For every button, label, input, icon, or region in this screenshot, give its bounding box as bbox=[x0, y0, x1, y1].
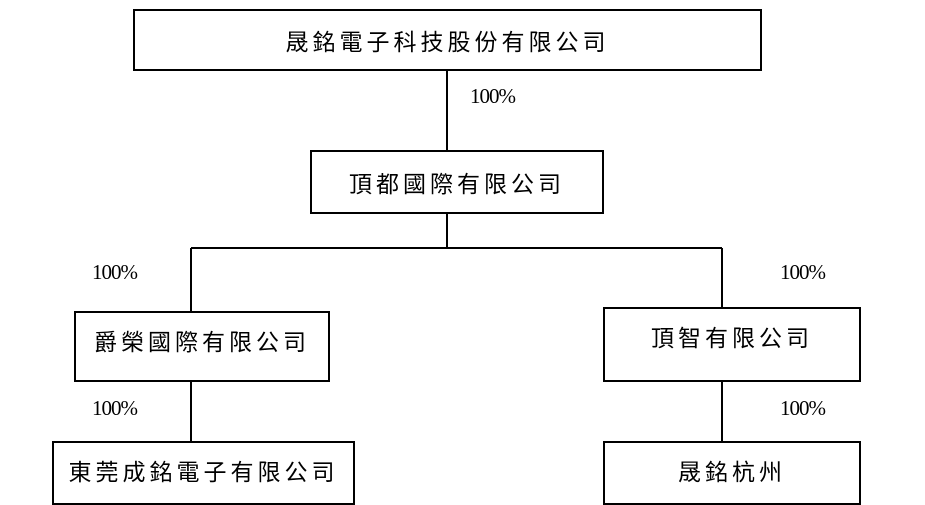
node-level1: 頂都國際有限公司 bbox=[310, 150, 604, 214]
pct-root-to-level1: 100% bbox=[470, 84, 516, 108]
node-right-child: 頂智有限公司 bbox=[603, 307, 861, 382]
pct-left-to-grandchild: 100% bbox=[92, 396, 138, 420]
node-left-child-label: 爵榮國際有限公司 bbox=[94, 330, 310, 356]
node-level1-label: 頂都國際有限公司 bbox=[349, 172, 565, 198]
pct-level1-to-left: 100% bbox=[92, 260, 138, 284]
node-right-grandchild-label: 晟銘杭州 bbox=[678, 460, 786, 486]
node-left-grandchild: 東莞成銘電子有限公司 bbox=[52, 441, 355, 505]
node-left-grandchild-label: 東莞成銘電子有限公司 bbox=[68, 460, 339, 486]
node-root: 晟銘電子科技股份有限公司 bbox=[133, 9, 762, 71]
node-left-child: 爵榮國際有限公司 bbox=[74, 311, 330, 382]
node-right-grandchild: 晟銘杭州 bbox=[603, 441, 861, 505]
node-right-child-label: 頂智有限公司 bbox=[651, 326, 813, 352]
pct-right-to-grandchild: 100% bbox=[780, 396, 826, 420]
node-root-label: 晟銘電子科技股份有限公司 bbox=[285, 30, 610, 56]
pct-level1-to-right: 100% bbox=[780, 260, 826, 284]
